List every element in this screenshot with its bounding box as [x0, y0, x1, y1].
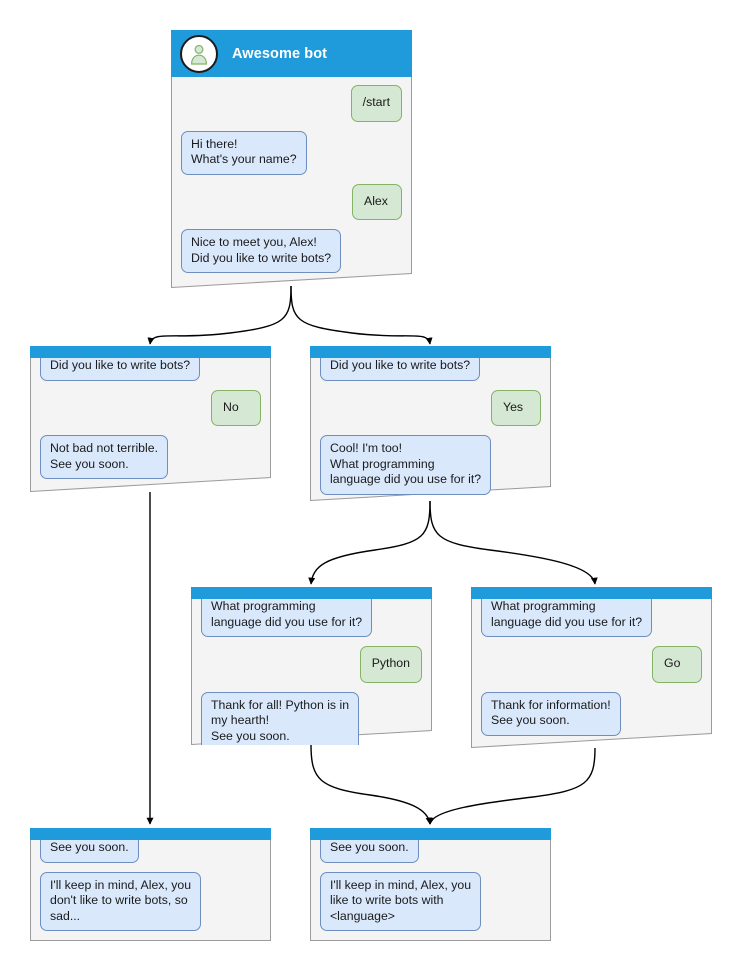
edge-root-to-no	[147, 285, 292, 345]
edge-yes-to-go	[429, 500, 598, 585]
bot-message-bubble: Did you like to write bots?	[320, 358, 481, 381]
card-header	[471, 587, 712, 599]
edge-yes-to-python	[308, 500, 431, 585]
message-list: /start Hi there! What's your name? Alex …	[171, 77, 412, 273]
message-row: What programming language did you use fo…	[481, 599, 702, 637]
message-row: Thank for information! See you soon.	[481, 691, 702, 736]
bot-message-bubble: What programming language did you use fo…	[481, 599, 653, 637]
card-header	[30, 346, 271, 358]
message-row: Python	[201, 646, 422, 683]
message-list: Did you like to write bots? Yes Cool! I'…	[310, 358, 551, 495]
card-header	[30, 828, 271, 840]
node-end-no[interactable]: See you soon. I'll keep in mind, Alex, y…	[30, 828, 271, 941]
message-row: /start	[181, 85, 402, 122]
edge-go-to-end	[427, 747, 596, 825]
message-list: See you soon. I'll keep in mind, Alex, y…	[30, 840, 271, 931]
card-body-root: /start Hi there! What's your name? Alex …	[171, 77, 412, 288]
node-no-branch[interactable]: Did you like to write bots? No Not bad n…	[30, 346, 271, 492]
bot-message-bubble: I'll keep in mind, Alex, you don't like …	[40, 871, 202, 931]
message-list: See you soon. I'll keep in mind, Alex, y…	[310, 840, 551, 931]
node-yes-branch[interactable]: Did you like to write bots? Yes Cool! I'…	[310, 346, 551, 501]
user-message-bubble: Alex	[352, 183, 402, 220]
card-body: What programming language did you use fo…	[191, 599, 432, 745]
bot-message-bubble: Cool! I'm too! What programming language…	[320, 435, 492, 495]
card-body: See you soon. I'll keep in mind, Alex, y…	[310, 840, 551, 941]
message-row: See you soon.	[320, 840, 541, 863]
message-row: Nice to meet you, Alex! Did you like to …	[181, 229, 402, 273]
card-body: See you soon. I'll keep in mind, Alex, y…	[30, 840, 271, 941]
card-title: Awesome bot	[232, 45, 328, 62]
message-list: What programming language did you use fo…	[471, 599, 712, 736]
bot-message-bubble: See you soon.	[40, 840, 139, 863]
card-body: What programming language did you use fo…	[471, 599, 712, 748]
bot-message-bubble: Not bad not terrible. See you soon.	[40, 435, 169, 479]
message-row: Cool! I'm too! What programming language…	[320, 435, 541, 495]
bot-message-bubble: Did you like to write bots?	[40, 358, 201, 381]
card-body: Did you like to write bots? Yes Cool! I'…	[310, 358, 551, 501]
edge-python-to-end	[310, 744, 433, 825]
message-row: Did you like to write bots?	[320, 358, 541, 381]
message-row: What programming language did you use fo…	[201, 599, 422, 637]
message-list: What programming language did you use fo…	[191, 599, 432, 745]
message-row: See you soon.	[40, 840, 261, 863]
message-row: Not bad not terrible. See you soon.	[40, 435, 261, 479]
card-header	[310, 828, 551, 840]
user-message-bubble: Go	[652, 646, 702, 683]
message-list: Did you like to write bots? No Not bad n…	[30, 358, 271, 479]
bot-message-bubble: I'll keep in mind, Alex, you like to wri…	[320, 871, 482, 931]
message-row: No	[40, 389, 261, 426]
card-header	[310, 346, 551, 358]
message-row: Go	[481, 646, 702, 683]
bot-message-bubble: What programming language did you use fo…	[201, 599, 373, 637]
edge-root-to-yes	[290, 285, 433, 345]
bot-message-bubble: Thank for information! See you soon.	[481, 691, 621, 736]
user-message-bubble: No	[211, 389, 261, 426]
message-row: Hi there! What's your name?	[181, 130, 402, 175]
message-row: Did you like to write bots?	[40, 358, 261, 381]
bot-message-bubble: See you soon.	[320, 840, 419, 863]
node-go-branch[interactable]: What programming language did you use fo…	[471, 587, 712, 748]
message-row: Alex	[181, 183, 402, 220]
node-python-branch[interactable]: What programming language did you use fo…	[191, 587, 432, 745]
bot-message-bubble: Nice to meet you, Alex! Did you like to …	[181, 229, 342, 273]
card-header-root: Awesome bot	[171, 30, 412, 77]
user-message-bubble: /start	[350, 85, 402, 122]
person-avatar-icon	[180, 34, 218, 73]
bot-message-bubble: Thank for all! Python is in my hearth! S…	[201, 691, 360, 745]
message-row: Thank for all! Python is in my hearth! S…	[201, 691, 422, 745]
card-header	[191, 587, 432, 599]
user-message-bubble: Yes	[491, 389, 541, 426]
message-row: I'll keep in mind, Alex, you don't like …	[40, 871, 261, 931]
user-message-bubble: Python	[359, 646, 422, 683]
node-root[interactable]: Awesome bot /start Hi there! What's your…	[171, 30, 412, 288]
node-end-yes[interactable]: See you soon. I'll keep in mind, Alex, y…	[310, 828, 551, 941]
bot-message-bubble: Hi there! What's your name?	[181, 130, 307, 175]
message-row: I'll keep in mind, Alex, you like to wri…	[320, 871, 541, 931]
card-body: Did you like to write bots? No Not bad n…	[30, 358, 271, 492]
message-row: Yes	[320, 389, 541, 426]
